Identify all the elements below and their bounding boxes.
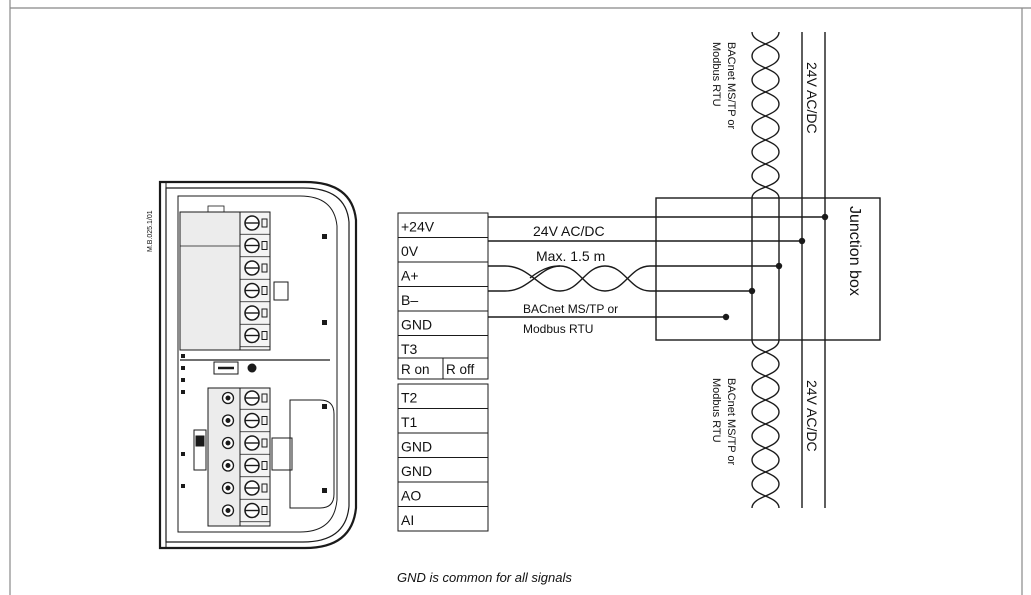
terminal-cell — [397, 237, 489, 263]
drawing-code: M.B.025.1/01 — [147, 210, 154, 252]
terminal-label: A+ — [401, 268, 419, 284]
bus-top-label-line1: BACnet MS/TP or — [725, 42, 737, 130]
terminal-cell — [397, 212, 489, 238]
junction-box — [655, 197, 881, 341]
bus-top-power-label: 24V AC/DC — [804, 62, 820, 134]
wire-label-length: Max. 1.5 m — [536, 248, 605, 264]
bus-top-label-line2: Modbus RTU — [710, 42, 722, 107]
terminal-clamp — [261, 218, 268, 228]
terminal-clamp — [261, 461, 268, 470]
junction-dots — [722, 213, 829, 321]
terminal-label: T2 — [401, 390, 418, 406]
terminal-cell — [397, 481, 489, 507]
terminal-cell — [397, 506, 489, 532]
junction-box-label: Junction box — [846, 206, 863, 296]
terminal-cell — [397, 457, 489, 483]
bus-bottom-power-label: 24V AC/DC — [804, 380, 820, 452]
terminal-clamp — [261, 331, 268, 340]
switch-on-label: R on — [401, 362, 430, 377]
terminal-cell — [397, 286, 489, 312]
controller-device — [158, 180, 358, 550]
screw-terminals-lower — [221, 390, 270, 523]
terminal-cell — [397, 383, 489, 409]
terminal-clamp — [261, 286, 268, 295]
wire-label-bus-line2: Modbus RTU — [523, 322, 593, 336]
terminal-label: GND — [401, 317, 432, 333]
wire-label-bus-line1: BACnet MS/TP or — [523, 302, 618, 316]
terminal-hole-dot — [225, 485, 231, 491]
terminal-hole-dot — [225, 418, 231, 423]
footnote: GND is common for all signals — [397, 570, 572, 585]
terminal-clamp — [261, 308, 268, 318]
terminal-hole-dot — [225, 463, 231, 468]
terminal-label: GND — [401, 463, 432, 479]
bus-bottom-label-line2: Modbus RTU — [710, 378, 722, 443]
field-wiring — [488, 216, 825, 318]
bus-bottom-label-line1: BACnet MS/TP or — [725, 378, 737, 466]
frame-border — [9, 0, 1031, 595]
wire-label-power: 24V AC/DC — [533, 223, 605, 239]
terminal-label: AO — [401, 488, 421, 504]
terminal-label: GND — [401, 439, 432, 455]
terminal-label: T1 — [401, 414, 418, 430]
terminal-label: AI — [401, 512, 414, 528]
terminal-clamp — [261, 416, 268, 425]
terminal-clamp — [261, 483, 268, 493]
switch-off-label: R off — [446, 362, 475, 377]
terminal-clamp — [261, 438, 268, 448]
termination-switch: R on R off — [397, 357, 489, 380]
terminal-cell — [397, 335, 489, 361]
terminal-clamp — [261, 263, 268, 273]
terminal-hole-dot — [225, 508, 231, 513]
screw-terminals-upper — [240, 215, 270, 348]
bus-cables — [751, 31, 826, 509]
terminal-block-upper: +24V 0V A+ B– GND T3 — [397, 212, 489, 361]
terminal-label: T3 — [401, 341, 418, 357]
terminal-hole-dot — [225, 395, 231, 401]
terminal-hole-dot — [225, 440, 231, 446]
terminal-clamp — [261, 393, 268, 403]
terminal-clamp — [261, 241, 268, 250]
terminal-label: +24V — [401, 219, 435, 235]
terminal-label: B– — [401, 292, 418, 308]
terminal-cell — [397, 310, 489, 336]
terminal-cell — [397, 261, 489, 287]
terminal-clamp — [261, 506, 268, 515]
terminal-label: 0V — [401, 243, 419, 259]
